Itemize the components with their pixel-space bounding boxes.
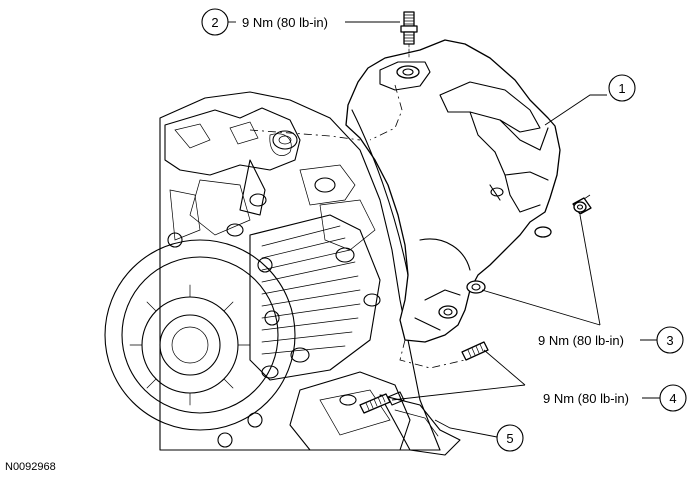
callout-3: 9 Nm (80 lb-in) 3 — [538, 326, 684, 354]
callout-4: 9 Nm (80 lb-in) 4 — [543, 384, 687, 412]
callout-2: 2 9 Nm (80 lb-in) — [201, 8, 328, 36]
figure-id: N0092968 — [5, 461, 56, 473]
leader-lines — [345, 21, 661, 438]
callout-1-number: 1 — [618, 81, 625, 96]
engine-transaxle-drawing — [104, 91, 461, 456]
bolt-item-3-upper — [572, 197, 592, 215]
stud-item-4-upper — [461, 341, 489, 361]
callout-5-number: 5 — [506, 431, 513, 446]
callout-4-torque: 9 Nm (80 lb-in) — [543, 391, 629, 406]
alignment-center-lines — [249, 84, 591, 369]
callout-1: 1 — [608, 74, 636, 102]
callout-2-number: 2 — [211, 15, 218, 30]
stud-item-2 — [400, 11, 418, 59]
stud-item-4-lower — [359, 391, 405, 414]
callout-4-number: 4 — [669, 391, 676, 406]
callout-2-torque: 9 Nm (80 lb-in) — [242, 15, 328, 30]
callout-5: 5 — [496, 424, 524, 452]
callout-3-torque: 9 Nm (80 lb-in) — [538, 333, 624, 348]
callout-3-number: 3 — [666, 333, 673, 348]
